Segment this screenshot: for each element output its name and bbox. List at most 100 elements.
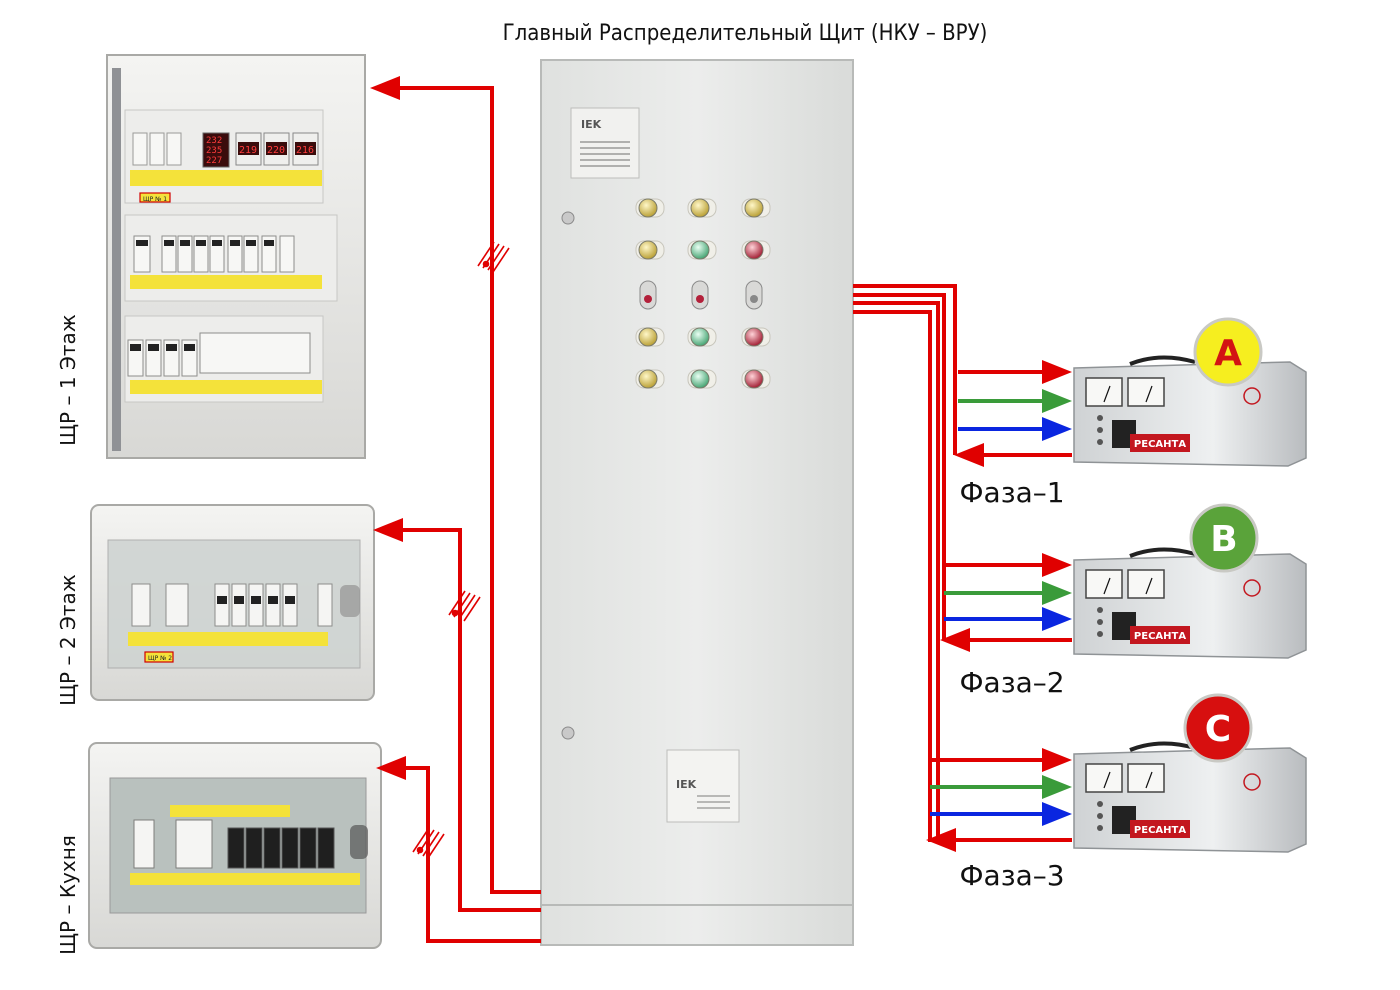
selector-switch-dot [644, 295, 652, 303]
indicator-lamp-grid [635, 198, 771, 389]
feeder-lines-left [390, 86, 541, 943]
voltage-readout: 227 [206, 156, 222, 166]
indicator-lamp[interactable] [687, 198, 717, 218]
phase-line-2-trunk [853, 293, 946, 640]
indicator-lamp[interactable] [635, 369, 665, 389]
phase-branch-3 [926, 748, 1072, 852]
selector-switch-dot [750, 295, 758, 303]
vent-brand-logo: IEK [676, 778, 697, 791]
indicator-lamp[interactable] [741, 327, 771, 347]
panel-kitchen [88, 742, 382, 949]
phase-badge-letter: B [1210, 519, 1237, 560]
arrow-right-icon [1042, 748, 1072, 772]
arrow-right-icon [1042, 360, 1072, 384]
voltage-readout: 216 [296, 145, 314, 156]
brand-badge [1130, 434, 1190, 452]
feeder-line-kitchen [395, 766, 541, 943]
indicator-lamp[interactable] [635, 240, 665, 260]
panel-floor-2: ЩР № 2 [90, 504, 375, 701]
cabinet-lock-icon[interactable] [561, 726, 575, 740]
arrow-right-icon [1042, 581, 1072, 605]
door-handle-icon[interactable] [340, 585, 360, 617]
voltage-readout: 235 [206, 146, 222, 156]
arrow-left-icon [373, 518, 403, 542]
phase-label-1: Фаза–1 [959, 476, 1064, 509]
cabinet-lock-icon[interactable] [561, 211, 575, 225]
arrow-left-icon [376, 756, 406, 780]
cabinet-bottom-vent: IEK [666, 749, 740, 823]
brand-label: РЕСАНТА [1134, 439, 1186, 450]
brand-badge [1130, 626, 1190, 644]
brand-badge [1130, 820, 1190, 838]
panel-label-floor-2: ЩР – 2 Этаж [56, 574, 80, 706]
brand-logo-icon [1243, 773, 1261, 791]
analog-gauge-icon [1085, 569, 1123, 599]
voltage-meter: 220 [263, 132, 290, 166]
phase-lines-right [853, 284, 957, 842]
indicator-lamp[interactable] [741, 369, 771, 389]
phase-badge-letter: C [1205, 709, 1231, 750]
brand-label: РЕСАНТА [1134, 825, 1186, 836]
carry-handle-icon [1129, 741, 1196, 752]
cabinet-top-vent: IEK [570, 107, 640, 179]
voltage-stabilizer-c: РЕСАНТА [1073, 741, 1307, 853]
voltage-meter: 219 [235, 132, 262, 166]
indicator-lamp[interactable] [635, 198, 665, 218]
indicator-lamp[interactable] [687, 327, 717, 347]
arrow-right-icon [1042, 802, 1072, 826]
feeder-arrowheads-left [370, 76, 406, 780]
voltage-meter: 216 [292, 132, 319, 166]
phase-line-3-trunk [853, 301, 940, 840]
voltage-readout: 232 [206, 136, 222, 146]
phase-label-3: Фаза–3 [959, 859, 1064, 892]
arrow-right-icon [1042, 389, 1072, 413]
voltage-readout: 220 [267, 145, 285, 156]
brand-label: РЕСАНТА [1134, 631, 1186, 642]
panel-tag: ЩР № 2 [148, 655, 172, 662]
carry-handle-icon [1129, 355, 1196, 366]
phase-line-neutral [853, 310, 932, 842]
panel-label-kitchen: ЩР – Кухня [56, 835, 80, 955]
arrow-left-icon [926, 828, 956, 852]
arrow-right-icon [1042, 607, 1072, 631]
phase-label-2: Фаза–2 [959, 666, 1064, 699]
phase-badge-letter: A [1214, 333, 1242, 374]
diagram-title: Главный Распределительный Щит (НКУ – ВРУ… [503, 21, 988, 46]
phase-branch-1 [954, 360, 1072, 467]
phase-badge-a: A [1193, 317, 1263, 387]
arrow-right-icon [1042, 553, 1072, 577]
selector-switch-dot [696, 295, 704, 303]
arrow-left-icon [954, 443, 984, 467]
indicator-lamp[interactable] [687, 369, 717, 389]
carry-handle-icon [1129, 547, 1196, 558]
voltage-readout: 219 [239, 145, 257, 156]
voltage-stabilizer-b: РЕСАНТА [1073, 547, 1307, 659]
indicator-lamp[interactable] [635, 327, 665, 347]
panel-tag: ЩР № 1 [143, 196, 167, 203]
phase-badge-c: C [1183, 693, 1253, 763]
phase-badge-b: B [1189, 503, 1259, 573]
voltage-stabilizer-a: РЕСАНТА [1073, 355, 1307, 467]
arrow-right-icon [1042, 775, 1072, 799]
brand-logo-icon [1243, 387, 1261, 405]
arrow-right-icon [1042, 417, 1072, 441]
vent-brand-logo: IEK [581, 118, 602, 131]
door-handle-icon[interactable] [350, 825, 368, 859]
indicator-lamp[interactable] [741, 240, 771, 260]
phase-line-1-trunk [853, 284, 957, 455]
panel-label-floor-1: ЩР – 1 Этаж [56, 314, 80, 446]
arrow-left-icon [370, 76, 400, 100]
feeder-line-floor-2 [392, 528, 541, 912]
feeder-line-floor-1 [390, 86, 541, 894]
indicator-lamp[interactable] [741, 198, 771, 218]
phase-branches [926, 360, 1072, 852]
stabilizers: РЕСАНТАAФаза–1РЕСАНТАBФаза–2РЕСАНТАCФаза… [959, 317, 1307, 892]
indicator-lamp[interactable] [687, 240, 717, 260]
phase-branch-2 [940, 553, 1072, 652]
brand-logo-icon [1243, 579, 1261, 597]
cable-hatch-marks [412, 241, 510, 859]
